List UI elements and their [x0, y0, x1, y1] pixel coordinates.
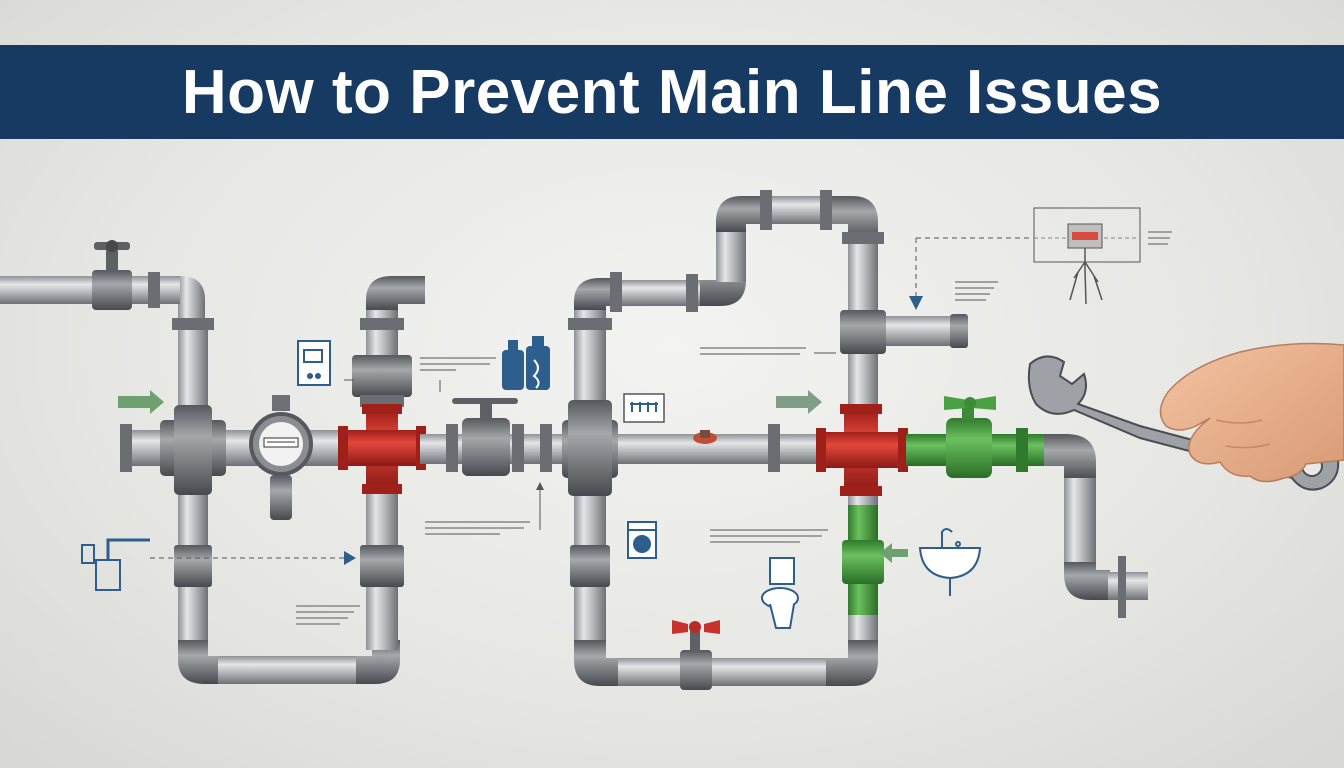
sink-icon	[918, 528, 982, 596]
annotation-lines	[296, 231, 1172, 625]
green-pipe-section	[842, 396, 1046, 615]
chemical-bottles-icon	[502, 336, 550, 390]
title-banner: How to Prevent Main Line Issues	[0, 45, 1344, 139]
red-cross-fitting	[338, 404, 426, 494]
pressure-gauge	[693, 430, 717, 444]
washing-machine-icon	[627, 521, 657, 559]
gate-valve	[452, 398, 518, 476]
grease-trap-icon	[623, 393, 665, 423]
middle-loop-fittings	[562, 190, 884, 587]
left-loop-fittings	[92, 270, 412, 587]
dishwasher-icon	[297, 340, 331, 386]
left-loop-pipes	[0, 276, 425, 684]
shutoff-valve-icon	[94, 240, 130, 272]
right-outlet-pipe	[1044, 434, 1148, 618]
toilet-icon	[761, 557, 799, 629]
page-title: How to Prevent Main Line Issues	[181, 57, 1163, 127]
flow-arrows	[118, 237, 1030, 565]
hand-icon	[1159, 342, 1344, 483]
tree-root-intrusion-icon	[1033, 207, 1141, 305]
red-cross-fitting-2	[816, 404, 908, 496]
water-meter-icon	[249, 395, 313, 520]
bottom-shutoff-valve	[672, 620, 720, 690]
cleanout-icon	[81, 538, 150, 591]
